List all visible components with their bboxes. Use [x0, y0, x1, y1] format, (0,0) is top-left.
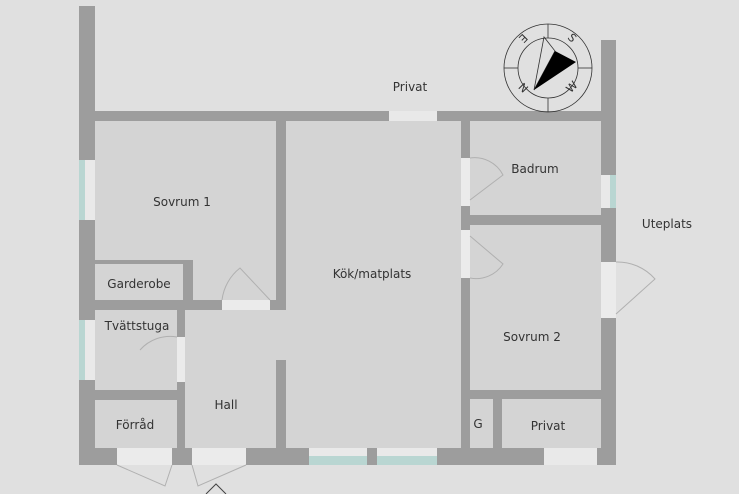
door-tvattstuga[interactable]	[177, 337, 185, 382]
label-uteplats: Uteplats	[641, 217, 693, 231]
label-forrad: Förråd	[115, 418, 155, 432]
door-badrum[interactable]	[461, 158, 470, 206]
label-garderobe: Garderobe	[107, 277, 171, 291]
window-privat	[544, 448, 597, 465]
label-sovrum-2: Sovrum 2	[503, 330, 561, 344]
wall-sovrum1-kok	[276, 121, 286, 310]
wall-garderobe-top	[95, 260, 193, 264]
label-kok-matplats: Kök/matplats	[332, 267, 412, 281]
door-sovrum2[interactable]	[461, 230, 470, 278]
wall-tvatt-bottom	[95, 390, 185, 400]
wall-kok-right	[461, 121, 470, 448]
wall-garderobe-right	[183, 260, 193, 300]
label-g: G	[473, 417, 483, 431]
window-badrum	[601, 175, 616, 208]
wall-top-outer	[79, 111, 616, 121]
window-kok-bottom-2	[377, 448, 437, 465]
door-sovrum1[interactable]	[222, 300, 270, 310]
label-privat: Privat	[530, 419, 566, 433]
wall-g-right	[493, 399, 502, 448]
room-tvattstuga[interactable]	[95, 310, 177, 390]
window-sovrum1	[79, 160, 95, 220]
room-privat[interactable]	[502, 399, 601, 448]
room-sovrum-2[interactable]	[470, 225, 601, 390]
room-hall-kok-link	[276, 310, 286, 360]
label-privat-outside: Privat	[392, 80, 428, 94]
window-kok-bottom-1	[309, 448, 367, 465]
room-hall[interactable]	[185, 310, 276, 448]
wall-sovrum2-bottom	[461, 390, 601, 399]
room-garderobe[interactable]	[95, 264, 183, 300]
door-uteplats[interactable]	[601, 262, 616, 318]
window-tvattstuga	[79, 320, 95, 380]
room-sovrum-1[interactable]	[95, 121, 276, 264]
label-hall: Hall	[214, 398, 238, 412]
room-kok-matplats[interactable]	[286, 121, 461, 448]
door-entrance[interactable]	[192, 448, 246, 465]
room-badrum[interactable]	[470, 121, 601, 215]
label-tvattstuga: Tvättstuga	[104, 319, 170, 333]
compass-icon	[503, 23, 593, 113]
wall-right-outer	[601, 40, 616, 465]
wall-hall-kok-partial	[276, 360, 286, 448]
wall-sovrum1-bottom	[95, 300, 286, 310]
label-badrum: Badrum	[511, 162, 559, 176]
door-forrad[interactable]	[117, 448, 172, 465]
window-kok-top	[389, 111, 437, 121]
label-sovrum-1: Sovrum 1	[153, 195, 211, 209]
room-sovrum-1-lower	[193, 264, 276, 300]
wall-badrum-bottom	[461, 215, 601, 225]
room-forrad[interactable]	[95, 400, 177, 448]
